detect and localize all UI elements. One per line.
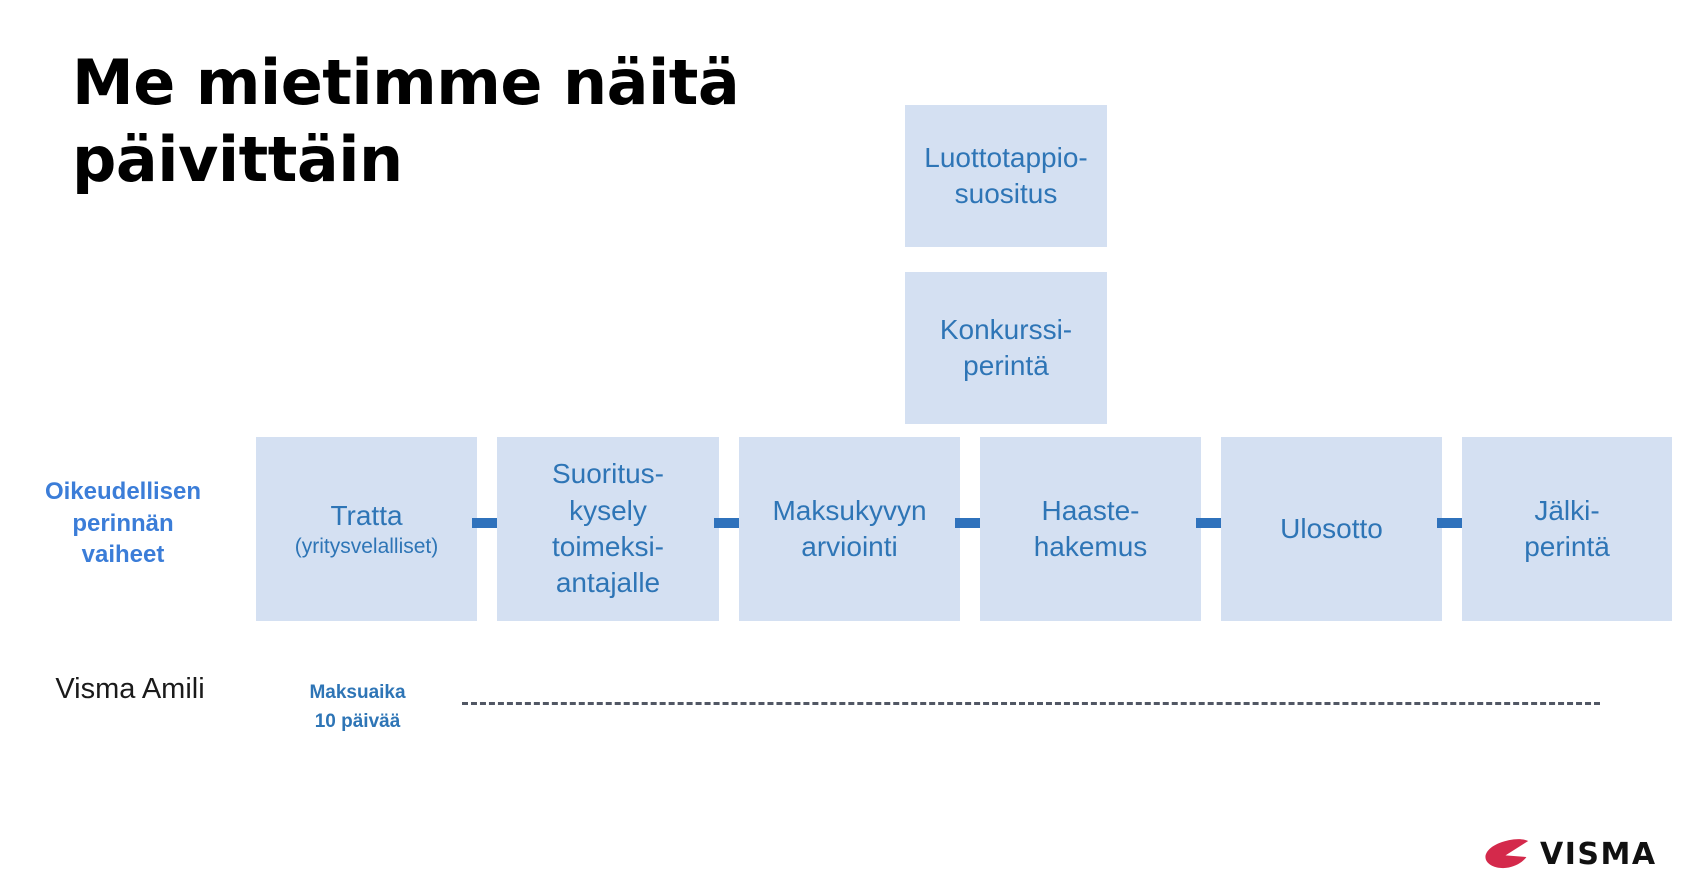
visma-leaf-icon — [1485, 839, 1529, 869]
process-box-tratta[interactable]: Tratta (yritysvelalliset) — [256, 437, 477, 621]
branch-box-label: Konkurssi- perintä — [939, 313, 1073, 381]
svg-text:VISMA: VISMA — [1540, 838, 1657, 870]
maksuaika-note: Maksuaika 10 päivää — [309, 682, 406, 733]
row-label-visma-amili: Visma Amili — [55, 673, 205, 705]
branch-box-label: Luottotappio- suositus — [924, 141, 1088, 209]
process-box-suorituskysely-toimeksiantajalle[interactable]: Suoritus- kysely toimeksi- antajalle — [497, 437, 719, 621]
process-box-haaste-hakemus[interactable]: Haaste- hakemus — [980, 437, 1201, 621]
process-box-label: Ulosotto — [1280, 512, 1383, 544]
process-box-label: Haaste- hakemus — [1033, 494, 1148, 562]
process-box-label: Jälki- perintä — [1524, 494, 1610, 562]
visma-wordmark: VISMA — [1540, 838, 1660, 870]
row-label-oikeudellisen-perinnan-vaiheet: Oikeudellisen perinnän vaiheet — [44, 478, 202, 569]
process-box-jalki-perinta[interactable]: Jälki- perintä — [1462, 437, 1672, 621]
process-box-label: Maksukyvyn arviointi — [772, 494, 927, 562]
maksuaika-dashed-line — [462, 702, 1600, 705]
process-box-maksukyvyn-arviointi[interactable]: Maksukyvyn arviointi — [739, 437, 960, 621]
process-box-sublabel: (yritysvelalliset) — [294, 535, 439, 559]
branch-box-konkurssi-perinta[interactable]: Konkurssi- perintä — [905, 272, 1107, 424]
branch-box-luottotappio-suositus[interactable]: Luottotappio- suositus — [905, 105, 1107, 247]
visma-logo: VISMA — [1485, 833, 1663, 875]
process-box-label: Tratta — [330, 499, 403, 531]
page-title: Me mietimme näitä päivittäin — [72, 46, 740, 196]
process-box-label: Suoritus- kysely toimeksi- antajalle — [551, 458, 665, 599]
process-box-ulosotto[interactable]: Ulosotto — [1221, 437, 1442, 621]
